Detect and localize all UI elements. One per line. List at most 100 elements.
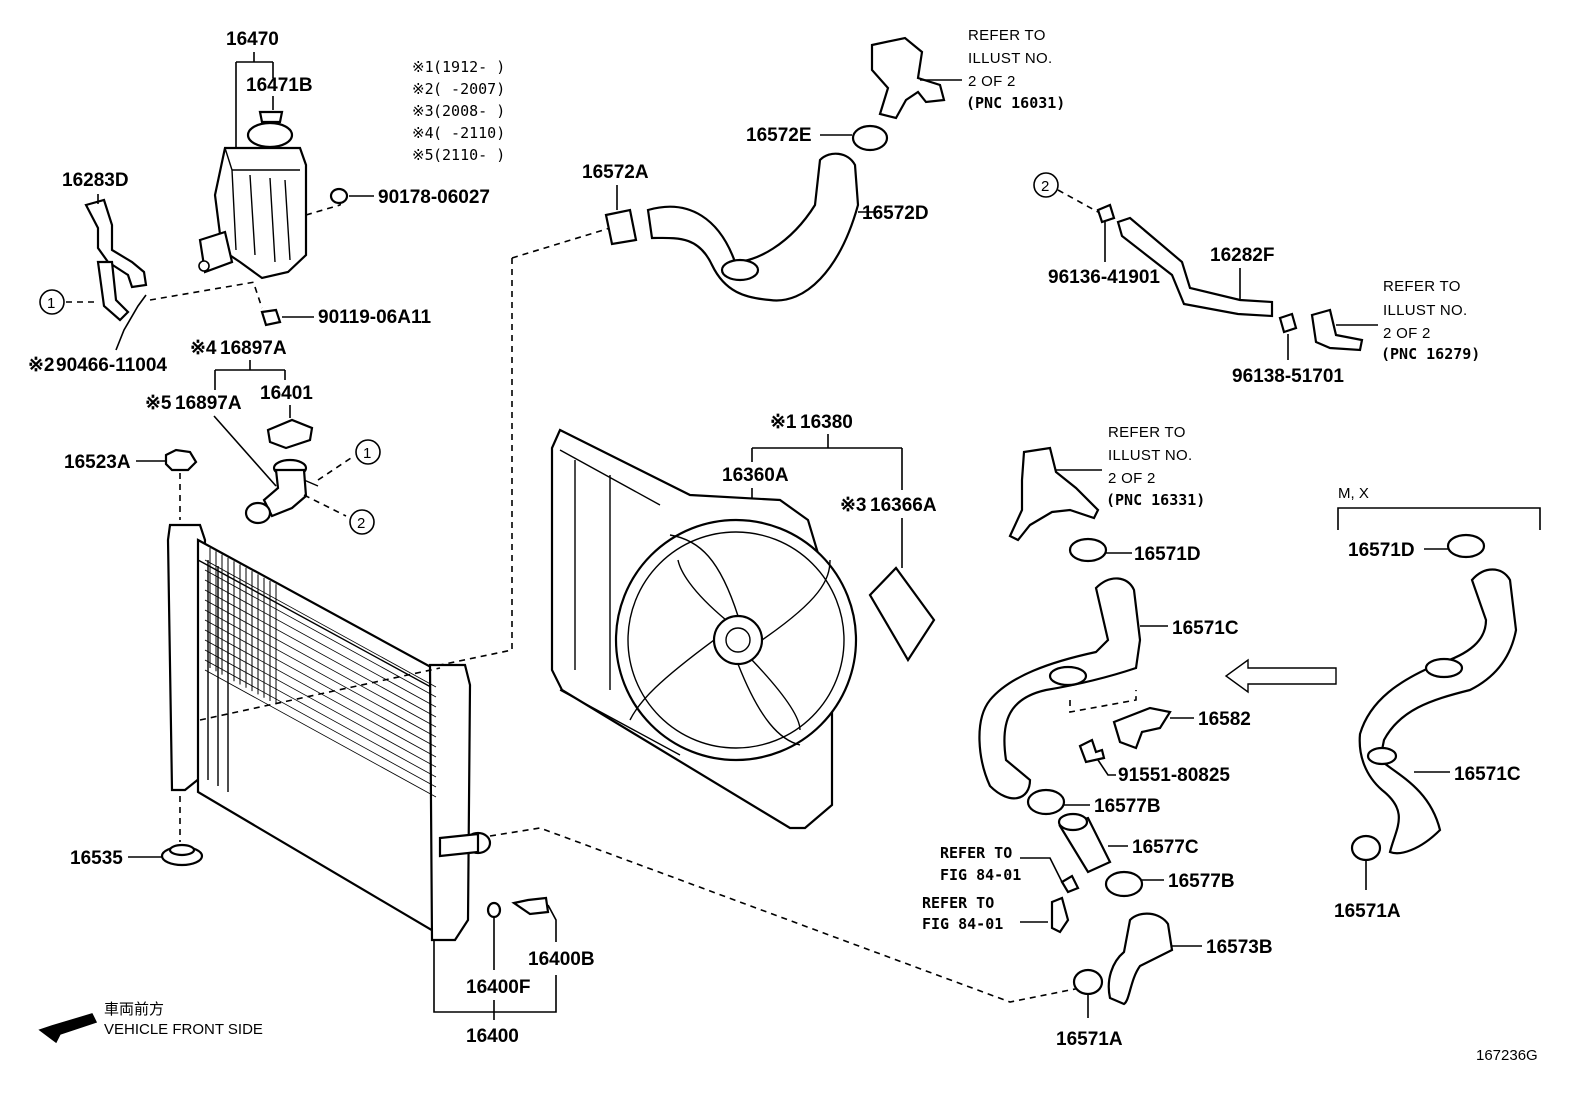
label-16577B-b: 16577B — [1168, 871, 1235, 892]
radiator-core-line — [204, 639, 437, 768]
note-5: ※5 — [412, 146, 434, 164]
clamp-96136[interactable] — [1096, 203, 1116, 224]
pipe-16279[interactable] — [1310, 308, 1364, 352]
ref-16031-line2: ILLUST NO. — [968, 50, 1052, 67]
drain-cock-16400B[interactable] — [511, 896, 550, 916]
label-16897A-5: 16897A — [175, 393, 242, 414]
clamp-16577B-a[interactable] — [1026, 788, 1066, 816]
label-16282F: 16282F — [1210, 245, 1274, 266]
label-16582: 16582 — [1198, 709, 1251, 730]
ref-16331-line3: 2 OF 2 — [1108, 470, 1156, 487]
note-1: ※1 — [412, 58, 434, 76]
label-16573B: 16573B — [1206, 937, 1273, 958]
label-16571C-mx: 16571C — [1454, 764, 1521, 785]
mark-16897A-4: ※4 — [190, 338, 217, 359]
callout-2b-text: 2 — [1041, 178, 1049, 195]
pipe-16577C[interactable] — [1057, 812, 1112, 874]
callout-1b-text: 1 — [363, 445, 371, 462]
callout-1a-text: 1 — [47, 295, 55, 312]
water-outlet-housing[interactable] — [1008, 446, 1100, 542]
ref-16331-line4: (PNC 16331) — [1106, 491, 1205, 509]
radiator-core-line — [204, 579, 437, 708]
lower-hose-16571C[interactable] — [978, 577, 1142, 800]
radiator-fins — [204, 548, 437, 798]
clamp-16572A[interactable] — [604, 208, 638, 246]
radiator-core-line — [204, 629, 437, 758]
label-16283D: 16283D — [62, 170, 129, 191]
clamp-16571D-mx[interactable] — [1446, 533, 1486, 559]
label-16471B: 16471B — [246, 75, 313, 96]
label-16577C: 16577C — [1132, 837, 1199, 858]
ref-16331-line1: REFER TO — [1108, 424, 1186, 441]
ref-16279-line3: 2 OF 2 — [1383, 325, 1431, 342]
clamp-16571D[interactable] — [1068, 537, 1108, 563]
fitting-fig84-a[interactable] — [1060, 874, 1080, 894]
fig-ref-1-line1: REFER TO — [940, 844, 1012, 862]
radiator-cap-16401[interactable] — [266, 418, 314, 450]
callout-circle-1b — [355, 439, 381, 465]
note-4-text: ( -2110) — [433, 124, 505, 142]
label-16523A: 16523A — [64, 452, 131, 473]
label-16571D: 16571D — [1134, 544, 1201, 565]
note-5-text: (2110- ) — [433, 146, 505, 164]
label-16571A: 16571A — [1056, 1029, 1123, 1050]
label-96138-51701: 96138-51701 — [1232, 366, 1344, 387]
note-1-text: (1912- ) — [433, 58, 505, 76]
note-2: ※2 — [412, 80, 434, 98]
mark-16380: ※1 — [770, 412, 797, 433]
lower-hose-16573B[interactable] — [1107, 912, 1174, 1006]
label-16400: 16400 — [466, 1026, 519, 1047]
label-91551-80825: 91551-80825 — [1118, 765, 1230, 786]
radiator-core-line — [204, 609, 437, 738]
water-inlet-housing[interactable] — [870, 36, 946, 120]
note-3-text: (2008- ) — [433, 102, 505, 120]
ref-16279-line4: (PNC 16279) — [1381, 345, 1480, 363]
lower-hose-16571C-mx[interactable] — [1358, 568, 1518, 855]
label-16572A: 16572A — [582, 162, 649, 183]
radiator-core-line — [204, 669, 437, 798]
clamp-16577B-b[interactable] — [1104, 870, 1144, 898]
clamp-96138[interactable] — [1278, 312, 1298, 334]
label-16470: 16470 — [226, 29, 279, 50]
label-16401: 16401 — [260, 383, 313, 404]
clamp-16572E[interactable] — [851, 124, 889, 152]
callout-circle-2a — [349, 509, 375, 535]
label-16571C: 16571C — [1172, 618, 1239, 639]
radiator-core-line — [204, 619, 437, 748]
note-2-text: ( -2007) — [433, 80, 505, 98]
note-3: ※3 — [412, 102, 434, 120]
label-16572E: 16572E — [746, 125, 812, 146]
label-16571A-mx: 16571A — [1334, 901, 1401, 922]
drain-plug-16535[interactable] — [160, 843, 204, 867]
radiator-core-line — [204, 569, 437, 698]
bracket-16582[interactable] — [1112, 706, 1172, 750]
radiator-core-line — [204, 559, 437, 688]
label-16571D-mx: 16571D — [1348, 540, 1415, 561]
ref-16031-line3: 2 OF 2 — [968, 73, 1016, 90]
vehicle-front-arrow-icon — [38, 1013, 98, 1044]
filler-neck-16897A[interactable] — [244, 458, 319, 525]
label-90178-06027: 90178-06027 — [378, 187, 490, 208]
label-16400B: 16400B — [528, 949, 595, 970]
label-16535: 16535 — [70, 848, 123, 869]
variant-label: M, X — [1338, 485, 1369, 502]
bolt-91551[interactable] — [1078, 738, 1106, 764]
clamp-16571A[interactable] — [1072, 968, 1104, 996]
callout-2a-text: 2 — [357, 515, 365, 532]
upper-hose-16572D[interactable] — [646, 152, 860, 302]
fan-shroud-16360A[interactable] — [550, 428, 858, 830]
filter-16366A[interactable] — [868, 566, 936, 663]
fitting-fig84-b[interactable] — [1050, 896, 1070, 934]
clamp-16571A-mx[interactable] — [1350, 834, 1382, 862]
hose-16283D[interactable] — [84, 198, 148, 322]
label-90119-06A11: 90119-06A11 — [318, 307, 431, 328]
reservoir-tank[interactable] — [198, 110, 308, 280]
label-16897A-4: 16897A — [220, 338, 287, 359]
label-16577B-a: 16577B — [1094, 796, 1161, 817]
mark-16366A: ※3 — [840, 495, 867, 516]
o-ring-16400F[interactable] — [486, 901, 502, 919]
radiator-core-line — [204, 659, 437, 788]
hose-16282F[interactable] — [1116, 216, 1274, 318]
plug-16523A[interactable] — [164, 448, 198, 472]
